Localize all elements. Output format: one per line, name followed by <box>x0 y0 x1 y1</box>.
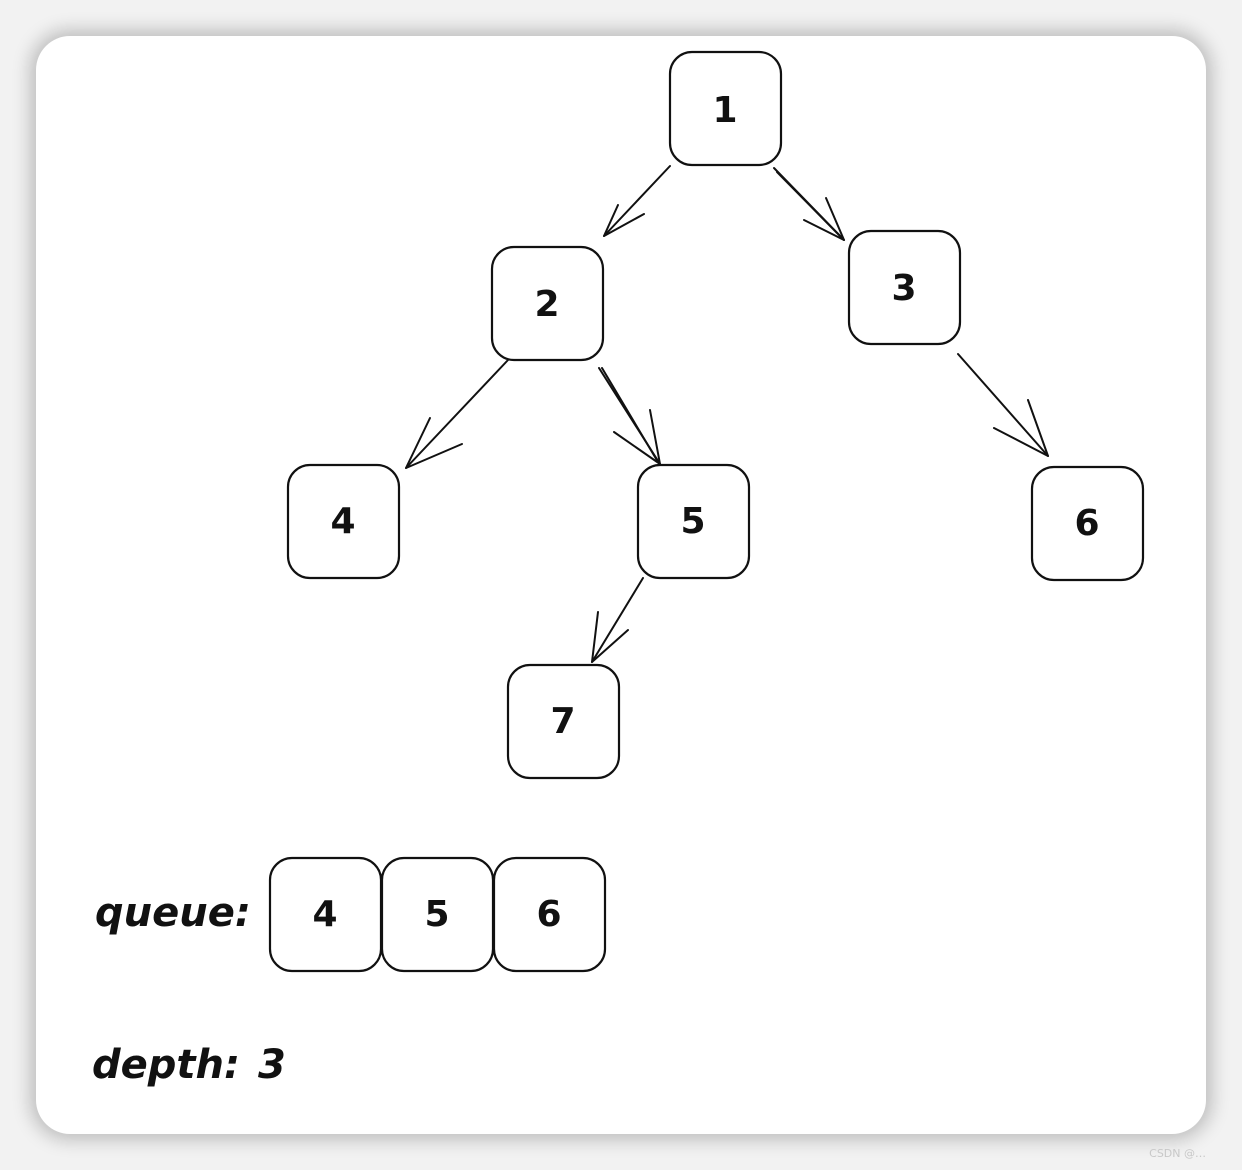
watermark: CSDN @… <box>1149 1147 1206 1160</box>
depth-section: depth: 3 <box>92 1042 286 1088</box>
node-3-label: 3 <box>891 268 916 309</box>
node-4: 4 <box>286 463 401 580</box>
edge-1-3 <box>773 167 845 241</box>
node-3: 3 <box>847 229 962 346</box>
edge-3-6 <box>957 353 1049 457</box>
depth-value: 3 <box>258 1042 286 1088</box>
node-1: 1 <box>668 50 783 167</box>
node-2: 2 <box>490 245 605 362</box>
node-7: 7 <box>506 663 621 780</box>
node-1-label: 1 <box>712 90 737 131</box>
node-5: 5 <box>636 463 751 580</box>
edge-2-4 <box>405 359 509 469</box>
edge-5-7 <box>591 577 644 663</box>
node-4-label: 4 <box>330 501 355 542</box>
queue-section: queue: 4 5 6 <box>95 856 607 973</box>
node-6: 6 <box>1030 465 1145 582</box>
edge-2-5 <box>598 367 661 465</box>
queue-item: 4 <box>268 856 383 973</box>
depth-label: depth: <box>92 1042 240 1088</box>
node-5-label: 5 <box>680 501 705 542</box>
edge-1-2 <box>603 165 671 237</box>
queue-label: queue: <box>95 890 251 936</box>
queue-item-label: 5 <box>424 894 449 935</box>
queue-item: 5 <box>380 856 495 973</box>
queue-item-label: 4 <box>312 894 337 935</box>
tree-nodes: 1 2 3 4 5 6 7 <box>286 50 1145 780</box>
node-7-label: 7 <box>550 701 575 742</box>
queue-item-label: 6 <box>536 894 561 935</box>
node-2-label: 2 <box>534 284 559 325</box>
tree-edges <box>405 165 1049 663</box>
node-6-label: 6 <box>1074 503 1099 544</box>
queue-item: 6 <box>492 856 607 973</box>
